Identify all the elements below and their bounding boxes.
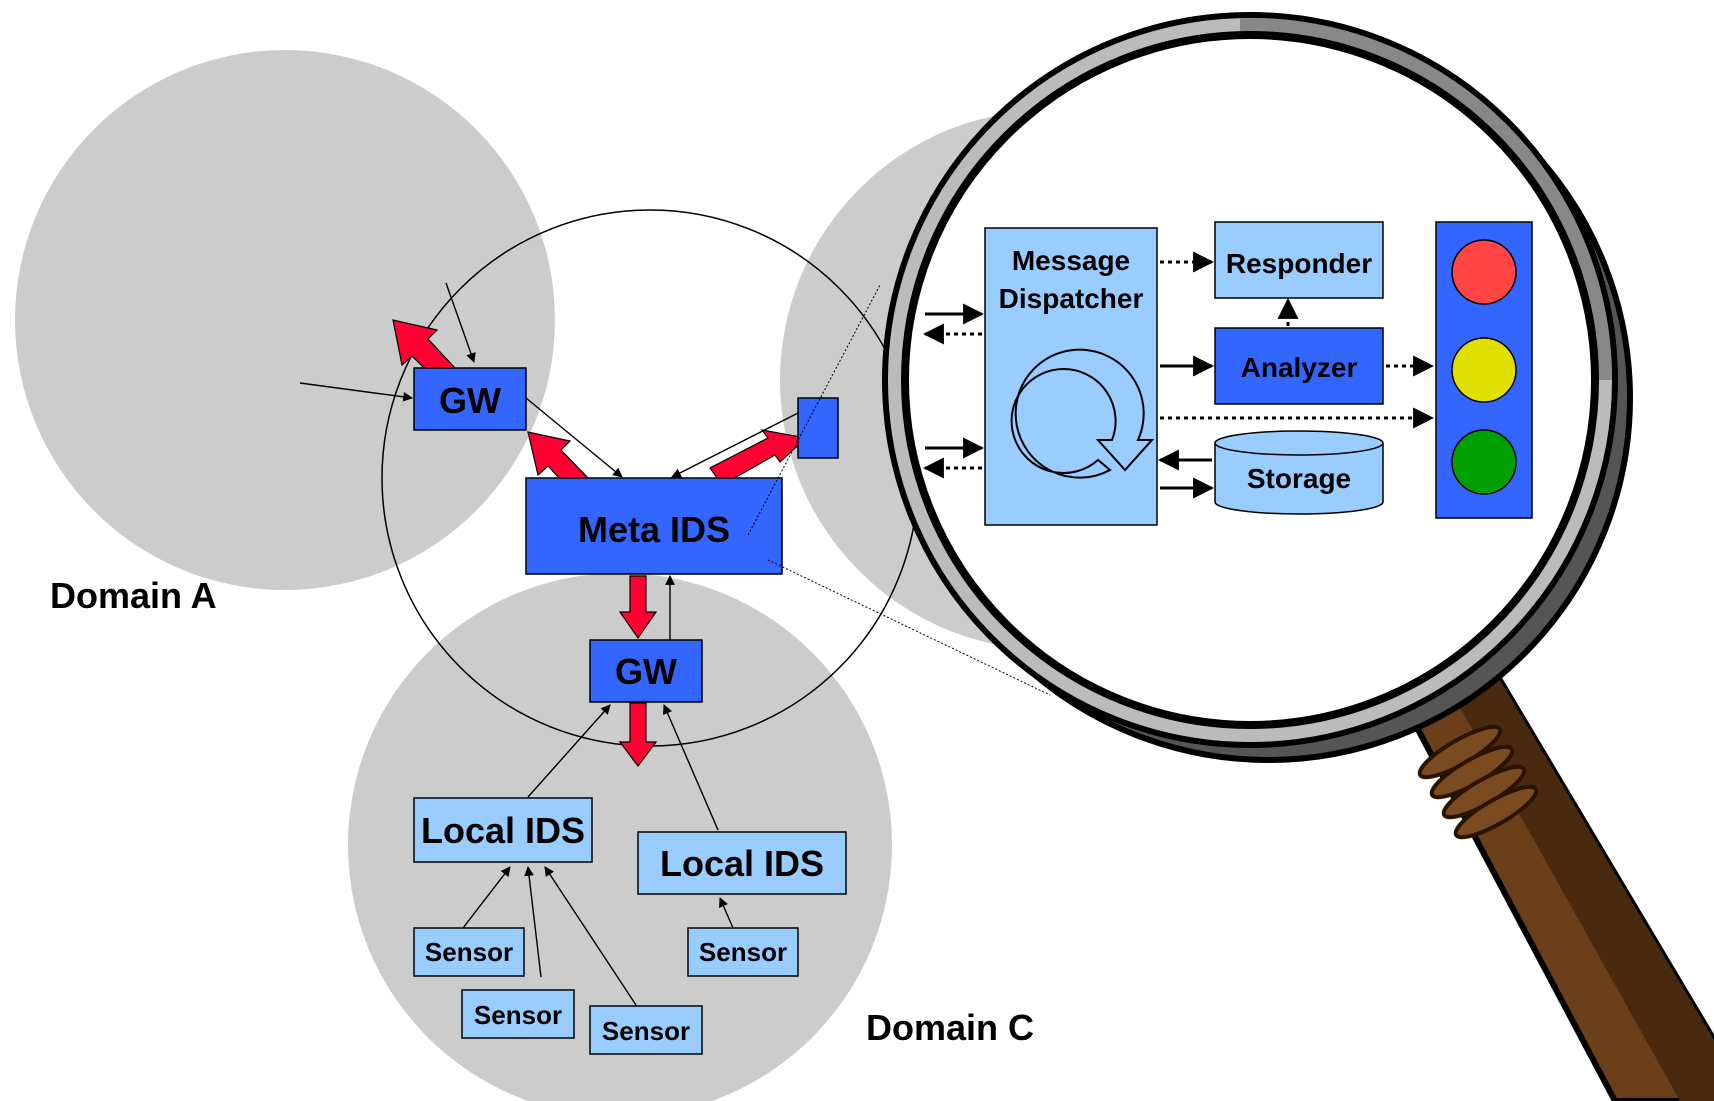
sensor-3-node: Sensor [589,1005,703,1055]
storage: Storage [1214,430,1384,515]
alert-arrows [392,319,808,767]
zoom-line-top [747,284,881,536]
local-ids-1-label: Local IDS [421,810,585,851]
magnifier-lens: Message Dispatcher Responder Analyzer St… [922,221,1533,526]
domain-c-label: Domain C [866,1007,1034,1048]
sensor-2-label: Sensor [474,1000,562,1030]
sensor-4-node: Sensor [687,927,799,977]
local-ids-2-node: Local IDS [637,831,847,895]
flow-arrows [299,282,801,1006]
analyzer: Analyzer [1214,327,1384,405]
traffic-light-red [1451,239,1517,305]
alert-arrow-meta-to-right [709,429,808,486]
sensor-1-node: Sensor [413,927,525,977]
sensor-1-label: Sensor [425,937,513,967]
cycle-arrow-icon [1010,348,1155,479]
domain-a-circle [15,50,555,590]
traffic-light-green [1451,429,1517,495]
analyzer-label: Analyzer [1241,352,1358,383]
traffic-light-yellow [1451,337,1517,403]
alert-arrow-gw-c-out [618,702,658,767]
message-dispatcher: Message Dispatcher [984,227,1158,526]
domain-a-label: Domain A [50,575,217,616]
sensor-4-label: Sensor [699,937,787,967]
storage-label: Storage [1247,463,1351,494]
sensor-3-label: Sensor [602,1016,690,1046]
gw-c-node: GW [589,639,703,703]
zoom-line-bottom [767,559,1051,696]
gw-c-label: GW [615,651,677,692]
meta-ids-node: Meta IDS [525,477,783,575]
traffic-light-icon [1435,221,1533,519]
local-ids-2-label: Local IDS [660,843,824,884]
sensor-2-node: Sensor [461,989,575,1039]
dispatcher-label-line1: Message [1012,245,1130,276]
responder: Responder [1214,221,1384,299]
alert-arrow-meta-to-gw-c [618,575,658,640]
dispatcher-label-line2: Dispatcher [999,283,1144,314]
gw-a-label: GW [439,380,501,421]
responder-label: Responder [1226,248,1372,279]
meta-ids-label: Meta IDS [578,509,730,550]
local-ids-1-node: Local IDS [413,797,593,863]
lens-arrows [922,251,1435,499]
gw-a-node: GW [413,367,527,431]
